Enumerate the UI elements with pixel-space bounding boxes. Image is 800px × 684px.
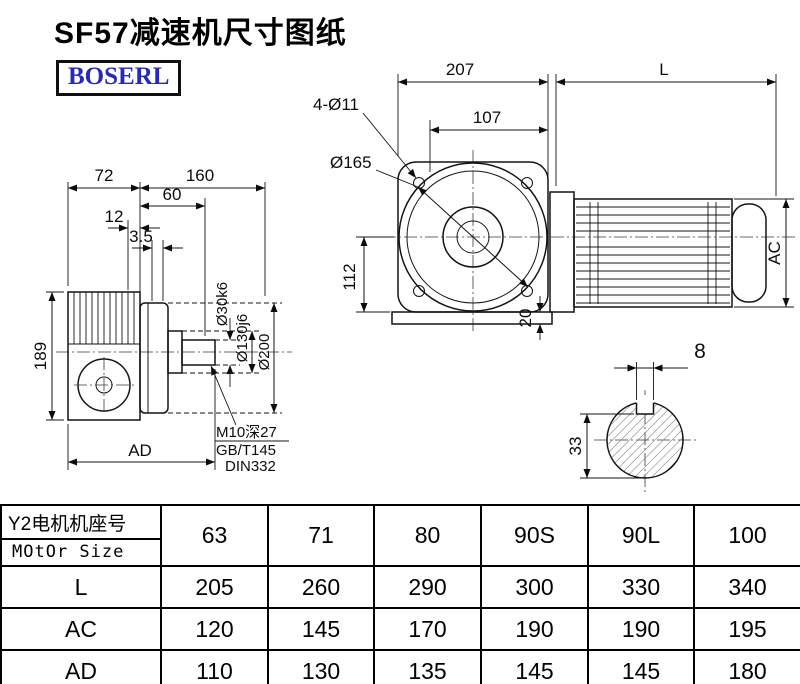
- table-cell: 190: [480, 607, 589, 651]
- dim-key-width-label: 8: [694, 340, 706, 363]
- size-col-100: 100: [693, 504, 800, 567]
- dim-pilot-dia-label: Ø130j6: [234, 314, 251, 362]
- note-tap: M10深27: [216, 424, 277, 441]
- dim-107-label: 107: [473, 108, 501, 127]
- motor-fins: [576, 202, 730, 304]
- table-cell: 195: [693, 607, 800, 651]
- bolt-holes-label: 4-Ø11: [313, 95, 359, 114]
- page-title: SF57减速机尺寸图纸: [54, 17, 347, 50]
- size-col-90L: 90L: [587, 504, 695, 567]
- table-cell: 205: [160, 565, 269, 609]
- table-row-AD: AD 110 130 135 145 145 180: [0, 649, 800, 684]
- dim-AD-label: AD: [128, 441, 152, 460]
- dim-207-label: 207: [446, 60, 474, 79]
- table-cell: 340: [693, 565, 800, 609]
- base-plate: [391, 311, 553, 325]
- motor-size-label-cn: Y2电机机座号: [2, 506, 160, 540]
- note-din: DIN332: [225, 458, 276, 475]
- table-cell: 300: [480, 565, 589, 609]
- table-cell: 190: [587, 607, 695, 651]
- table-cell: 145: [267, 607, 375, 651]
- table-cell: 120: [160, 607, 269, 651]
- dim-60-label: 60: [163, 185, 182, 204]
- dim-3-5-label: 3.5: [129, 227, 153, 246]
- brand-logo: BOSERL: [56, 60, 182, 96]
- motor-flange: [549, 191, 575, 313]
- dim-33-label: 33: [566, 437, 585, 456]
- dim-AC-label: AC: [765, 241, 784, 265]
- note-gb: GB/T145: [216, 442, 276, 459]
- motor-size-header-cell: Y2电机机座号 MOtOr Size: [0, 504, 162, 567]
- dim-112-label: 112: [340, 263, 359, 290]
- output-flange: [139, 302, 169, 414]
- size-col-90S: 90S: [480, 504, 589, 567]
- dim-165-label: Ø165: [330, 153, 372, 172]
- row-label-AD: AD: [0, 649, 162, 684]
- motor-endcap: [731, 203, 767, 303]
- row-label-L: L: [0, 565, 162, 609]
- table-cell: 135: [373, 649, 482, 684]
- front-view: [383, 150, 796, 334]
- technical-drawing: 207 L 107 4-Ø11 Ø165 112 20: [31, 60, 796, 492]
- dim-flange-dia-label: Ø200: [256, 334, 273, 371]
- shaft-key-section: 8 33: [566, 340, 706, 492]
- dim-shaft-dia-label: Ø30k6: [214, 282, 231, 326]
- table-cell: 180: [693, 649, 800, 684]
- dim-L-label: L: [659, 60, 668, 79]
- size-col-80: 80: [373, 504, 482, 567]
- size-col-63: 63: [160, 504, 269, 567]
- motor-size-label-en: MOtOr Size: [12, 542, 125, 562]
- output-shaft: [181, 339, 216, 366]
- table-cell: 170: [373, 607, 482, 651]
- side-view-dimensions: 72 160 60 12 3.5 189: [31, 166, 289, 475]
- dim-20-label: 20: [516, 309, 535, 328]
- size-col-71: 71: [267, 504, 375, 567]
- dim-12-label: 12: [105, 207, 124, 226]
- table-header-row: Y2电机机座号 MOtOr Size 63 71 80 90S 90L 100: [0, 504, 800, 567]
- table-cell: 145: [587, 649, 695, 684]
- dim-160-label: 160: [186, 166, 214, 185]
- table-row-AC: AC 120 145 170 190 190 195: [0, 607, 800, 651]
- table-cell: 330: [587, 565, 695, 609]
- table-cell: 130: [267, 649, 375, 684]
- dim-72-label: 72: [95, 166, 114, 185]
- front-view-dimensions: 207 L 107 4-Ø11 Ø165 112 20: [313, 60, 794, 340]
- table-cell: 260: [267, 565, 375, 609]
- motor-size-table: Y2电机机座号 MOtOr Size 63 71 80 90S 90L 100 …: [0, 504, 800, 684]
- dim-189-label: 189: [31, 342, 50, 370]
- keyway: [635, 402, 655, 415]
- table-row-L: L 205 260 290 300 330 340: [0, 565, 800, 609]
- table-cell: 290: [373, 565, 482, 609]
- row-label-AC: AC: [0, 607, 162, 651]
- housing-fins: [73, 292, 135, 344]
- table-cell: 110: [160, 649, 269, 684]
- table-cell: 145: [480, 649, 589, 684]
